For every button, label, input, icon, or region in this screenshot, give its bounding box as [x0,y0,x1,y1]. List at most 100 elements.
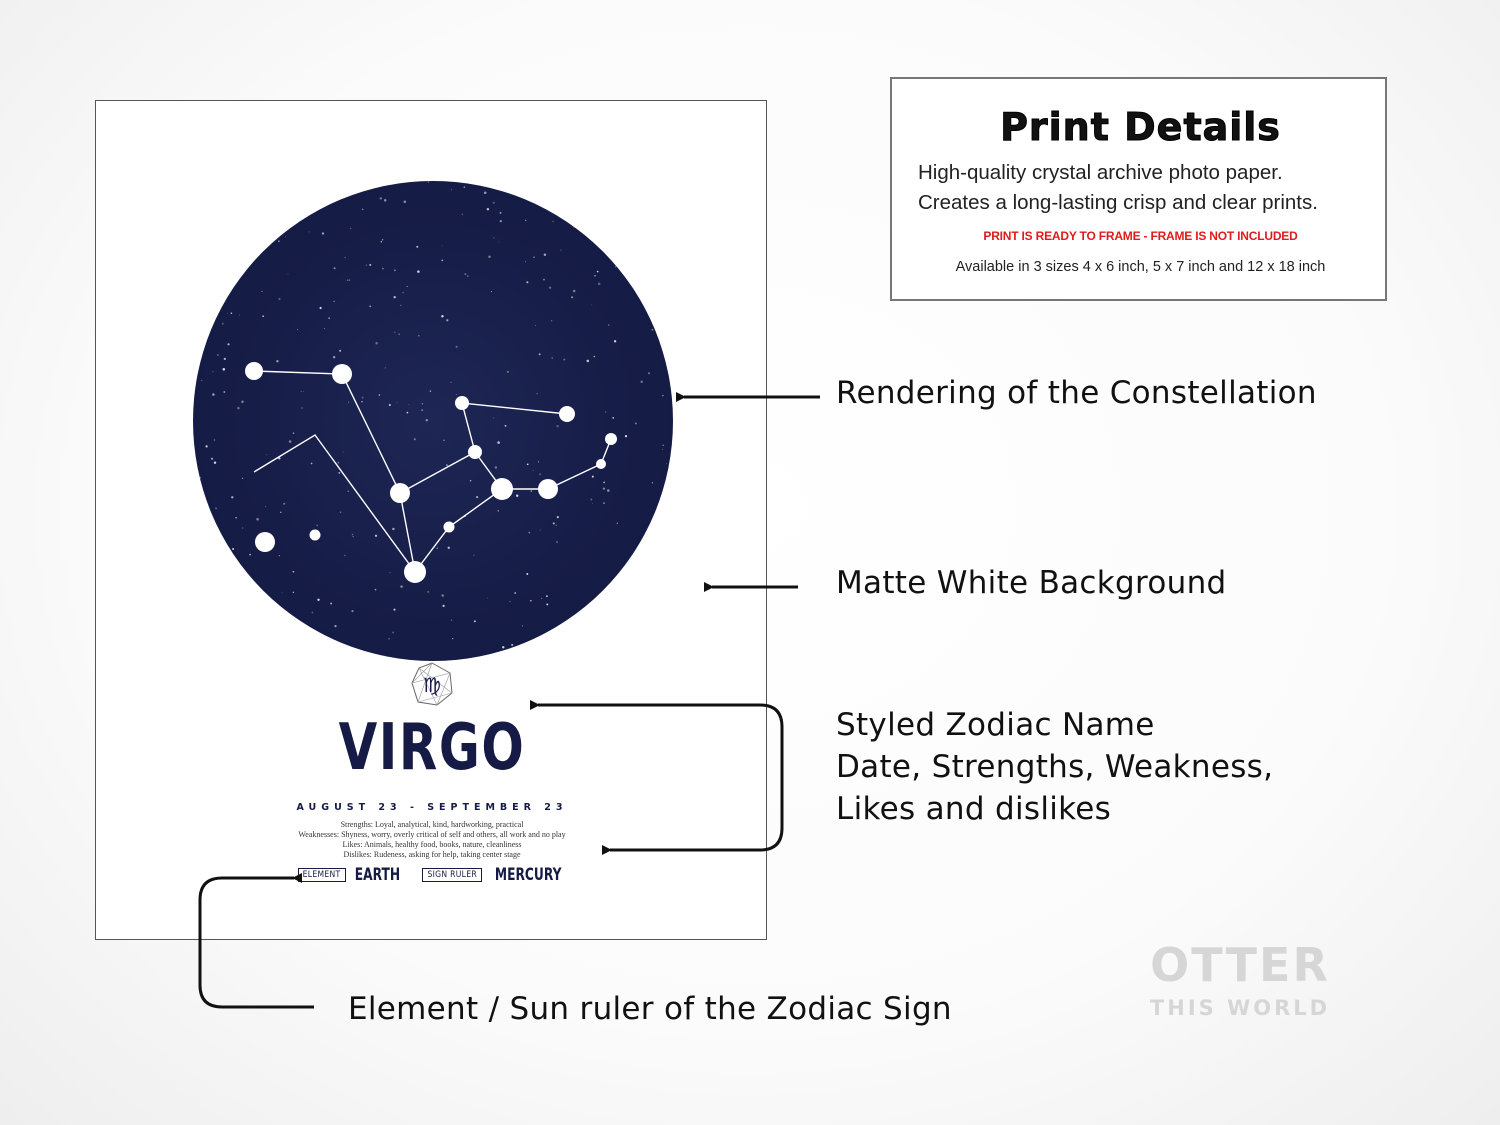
background-star [486,207,490,211]
background-star [369,305,372,308]
background-star [262,315,264,318]
callout-constellation: Rendering of the Constellation [836,375,1317,411]
background-star [223,391,226,393]
trait-likes: Likes: Animals, healthy food, books, nat… [342,840,522,849]
background-star [593,355,596,358]
zodiac-dates: AUGUST 23 - SEPTEMBER 23 [296,802,568,813]
background-star [217,354,219,356]
background-star [499,219,502,223]
background-star [347,490,349,492]
background-star [607,324,610,326]
print-sizes: Available in 3 sizes 4 x 6 inch, 5 x 7 i… [955,259,1326,275]
background-star [210,457,214,460]
background-star [560,249,562,251]
background-star [232,548,235,550]
background-star [381,238,384,241]
background-star [473,554,475,556]
background-star [442,604,445,608]
background-star [396,402,398,404]
print-details-line-1: High-quality crystal archive photo paper… [918,161,1283,184]
background-star [375,342,378,345]
background-star [319,306,322,310]
background-star [590,498,593,501]
background-star [546,595,548,597]
background-star [277,240,280,243]
background-star [394,269,396,272]
background-star [665,463,667,465]
background-star [525,261,527,263]
background-star [348,401,350,403]
background-star [283,502,286,505]
background-star [429,390,432,392]
background-star [539,529,541,531]
background-star [506,370,509,373]
print-details-box: Print Details High-quality crystal archi… [890,77,1387,301]
background-star [452,638,454,640]
background-star [333,267,336,270]
background-star [467,275,469,277]
background-star [374,534,378,537]
background-star [551,357,554,359]
ruler-value: MERCURY [494,865,562,885]
background-star [490,291,493,293]
background-star [416,245,419,248]
background-star [333,300,335,303]
background-star [532,469,534,471]
background-star [592,503,593,504]
background-star [534,324,537,327]
background-star [502,646,505,649]
background-star [351,610,354,613]
background-star [647,372,651,375]
background-star [223,357,226,361]
background-star [316,524,319,527]
background-star [211,325,213,327]
background-star [311,611,314,614]
background-star [624,434,628,438]
background-star [334,625,337,628]
callout-zodiac-line-1: Styled Zodiac Name [836,707,1155,743]
background-star [476,496,479,499]
background-star [278,298,281,301]
background-star [497,510,499,512]
background-star [406,285,408,287]
background-star [351,533,354,536]
background-star [425,419,428,422]
background-star [276,360,279,363]
background-star [483,191,487,194]
background-star [280,511,282,513]
background-star [651,482,653,484]
background-star [328,317,330,319]
background-star [406,411,409,414]
background-star [343,554,346,557]
background-star [215,507,217,509]
background-star [640,380,643,384]
background-star [591,304,592,306]
background-star [297,329,299,330]
background-star [651,328,654,331]
background-star [292,591,295,594]
background-star [266,454,268,456]
background-star [278,457,281,460]
background-star [378,394,381,396]
background-star [469,480,472,482]
ruler-label: SIGN RULER [422,868,482,882]
background-star [548,286,552,289]
background-star [408,403,410,405]
background-star [509,600,511,603]
background-star [231,496,234,499]
background-star [343,196,345,199]
background-star [242,527,244,529]
background-star [361,401,363,403]
background-star [515,494,519,497]
background-star [338,472,341,474]
background-star [446,464,448,466]
background-star [394,331,396,334]
background-star [239,314,241,316]
brand-logo-top: OTTER [1150,938,1330,992]
background-star [493,237,495,239]
background-star [302,390,304,392]
background-star [241,477,244,479]
trait-dislikes: Dislikes: Rudeness, asking for help, tak… [343,850,521,859]
background-star [605,411,607,413]
